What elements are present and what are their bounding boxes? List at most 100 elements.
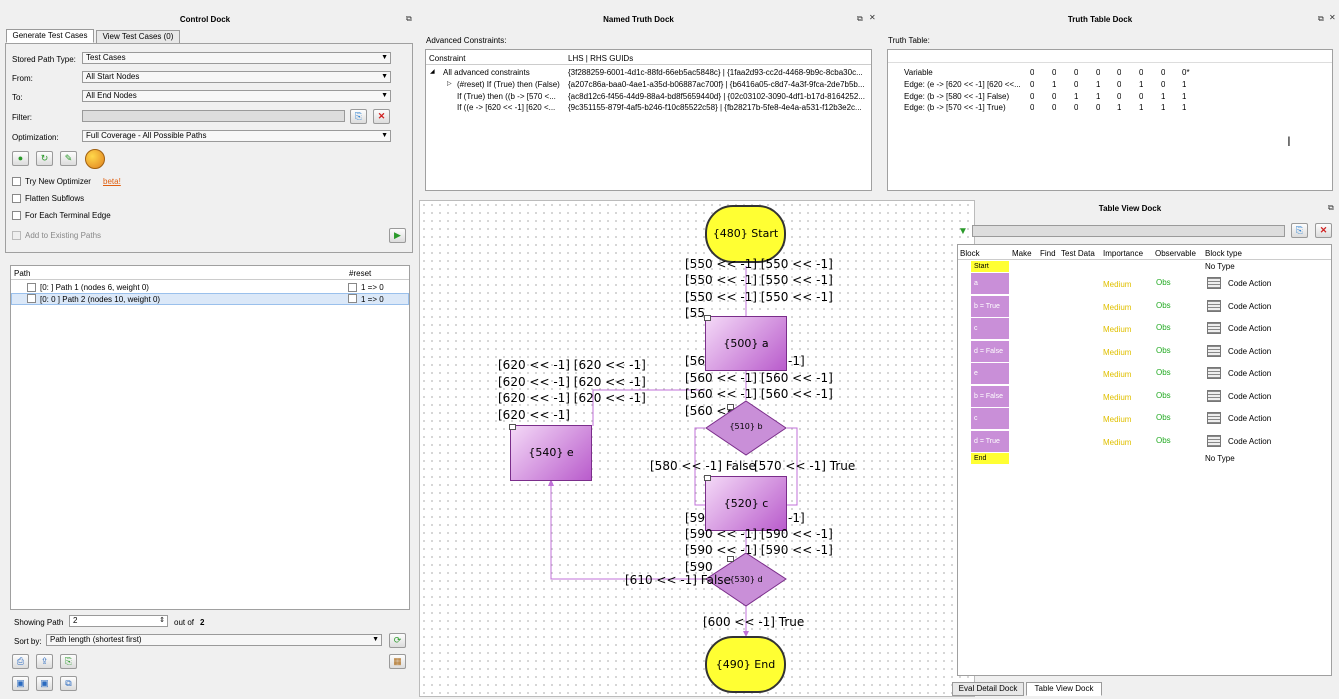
path-column-header: Path: [14, 269, 31, 278]
beta-link[interactable]: beta!: [103, 177, 121, 186]
observable-value[interactable]: Obs: [1156, 436, 1171, 445]
float-icon[interactable]: ⧉: [1318, 14, 1324, 23]
table-row-block[interactable]: b = False: [971, 386, 1009, 407]
save-icon[interactable]: ▣: [12, 676, 29, 691]
table-filter-input[interactable]: [972, 225, 1285, 237]
column-header[interactable]: Block: [960, 249, 980, 258]
observable-value[interactable]: Obs: [1156, 391, 1171, 400]
node-e[interactable]: {540} e: [510, 425, 592, 481]
observable-value[interactable]: Obs: [1156, 323, 1171, 332]
truth-cell: 1: [1096, 92, 1101, 101]
column-header[interactable]: Observable: [1155, 249, 1196, 258]
to-select[interactable]: All End Nodes▼: [82, 90, 391, 102]
try-new-optimizer-checkbox[interactable]: [12, 177, 21, 186]
generate-icon[interactable]: ●: [12, 151, 29, 166]
node-d[interactable]: [705, 552, 787, 607]
node-a[interactable]: {500} a: [705, 316, 787, 371]
node-b[interactable]: [705, 400, 787, 456]
header-divider: [888, 62, 1332, 63]
for-each-terminal-edge-checkbox[interactable]: [12, 211, 21, 220]
truth-cell: 0: [1117, 80, 1122, 89]
table-filter-apply-icon[interactable]: ⎘: [1291, 223, 1308, 238]
table-row-block[interactable]: d = True: [971, 431, 1009, 452]
node-c[interactable]: {520} c: [705, 476, 787, 531]
constraint-row[interactable]: If ((e -> [620 << -1] [620 <...: [457, 103, 556, 112]
expand-icon[interactable]: ▷: [447, 81, 452, 87]
float-icon[interactable]: ⧉: [1328, 203, 1334, 212]
export-green-icon[interactable]: ⎘: [60, 654, 77, 669]
flatten-subflows-checkbox[interactable]: [12, 194, 21, 203]
start-node[interactable]: {480} Start: [705, 205, 786, 263]
save-as-icon[interactable]: ▣: [36, 676, 53, 691]
column-header[interactable]: Importance: [1103, 249, 1144, 258]
table-row-block[interactable]: c: [971, 318, 1009, 339]
export-icon[interactable]: ⇪: [36, 654, 53, 669]
float-icon[interactable]: ⧉: [857, 14, 863, 23]
observable-value[interactable]: Obs: [1156, 278, 1171, 287]
print-icon[interactable]: ⎙: [12, 654, 29, 669]
end-node[interactable]: {490} End: [705, 636, 786, 693]
importance-value[interactable]: Medium: [1103, 348, 1132, 357]
table-row-block[interactable]: d = False: [971, 341, 1009, 362]
filter-clear-icon[interactable]: ✕: [373, 109, 390, 124]
table-row-block[interactable]: b = True: [971, 296, 1009, 317]
constraint-row[interactable]: All advanced constraints: [443, 68, 530, 77]
close-icon[interactable]: ✕: [869, 13, 876, 22]
run-icon[interactable]: ▶: [389, 228, 406, 243]
optimizer-people-icon[interactable]: [85, 149, 105, 169]
path-reset-checkbox[interactable]: [348, 294, 357, 303]
constraint-row[interactable]: (#reset) If (True) then (False): [457, 80, 560, 89]
importance-value[interactable]: Medium: [1103, 370, 1132, 379]
observable-value[interactable]: Obs: [1156, 346, 1171, 355]
stored-path-type-select[interactable]: Test Cases▼: [82, 52, 391, 64]
save-all-icon[interactable]: ⧉: [60, 676, 77, 691]
observable-value[interactable]: Obs: [1156, 301, 1171, 310]
edit-icon[interactable]: ✎: [60, 151, 77, 166]
importance-value[interactable]: Medium: [1103, 280, 1132, 289]
filter-apply-icon[interactable]: ⎘: [350, 109, 367, 124]
constraint-row[interactable]: If (True) then ((b -> [570 <...: [457, 92, 556, 101]
path-row-selected[interactable]: [11, 293, 409, 305]
table-row-block[interactable]: Start: [971, 261, 1009, 272]
importance-value[interactable]: Medium: [1103, 438, 1132, 447]
table-row-block[interactable]: e: [971, 363, 1009, 384]
node-d-label: {530} d: [729, 575, 763, 584]
float-icon[interactable]: ⧉: [406, 14, 412, 23]
expand-icon[interactable]: ◢: [430, 69, 435, 75]
column-header[interactable]: Test Data: [1061, 249, 1095, 258]
sort-by-select[interactable]: Path length (shortest first)▼: [46, 634, 382, 646]
filter-input[interactable]: [82, 110, 345, 122]
column-header[interactable]: Make: [1012, 249, 1032, 258]
table-row-block[interactable]: c: [971, 408, 1009, 429]
tab-view-test-cases[interactable]: View Test Cases (0): [96, 30, 180, 44]
from-select[interactable]: All Start Nodes▼: [82, 71, 391, 83]
optimization-select[interactable]: Full Coverage - All Possible Paths▼: [82, 130, 391, 142]
importance-value[interactable]: Medium: [1103, 325, 1132, 334]
table-row-block[interactable]: End: [971, 453, 1009, 464]
tab-table-view-dock[interactable]: Table View Dock: [1026, 682, 1102, 696]
importance-value[interactable]: Medium: [1103, 393, 1132, 402]
path-row-checkbox[interactable]: [27, 283, 36, 292]
close-icon[interactable]: ✕: [1329, 13, 1336, 22]
add-to-existing-paths-checkbox[interactable]: [12, 231, 21, 240]
path-row-label: [0: ] Path 1 (nodes 6, weight 0): [40, 283, 149, 292]
sort-apply-icon[interactable]: ⟳: [389, 633, 406, 648]
showing-path-spinner[interactable]: 2⇕: [69, 615, 168, 627]
column-header[interactable]: Block type: [1205, 249, 1242, 258]
path-reset-checkbox[interactable]: [348, 283, 357, 292]
out-of-value: 2: [200, 618, 205, 627]
table-row-block[interactable]: a: [971, 273, 1009, 294]
observable-value[interactable]: Obs: [1156, 368, 1171, 377]
importance-value[interactable]: Medium: [1103, 303, 1132, 312]
tab-generate-test-cases[interactable]: Generate Test Cases: [6, 29, 94, 43]
calculator-icon[interactable]: ▦: [389, 654, 406, 669]
path-row-checkbox[interactable]: [27, 294, 36, 303]
importance-value[interactable]: Medium: [1103, 415, 1132, 424]
truth-cell: 1: [1161, 92, 1166, 101]
table-filter-clear-icon[interactable]: ✕: [1315, 223, 1332, 238]
column-header[interactable]: Find: [1040, 249, 1056, 258]
named-truth-dock-title: Named Truth Dock: [603, 15, 674, 24]
observable-value[interactable]: Obs: [1156, 413, 1171, 422]
tab-eval-detail-dock[interactable]: Eval Detail Dock: [952, 682, 1024, 696]
refresh-icon[interactable]: ↻: [36, 151, 53, 166]
